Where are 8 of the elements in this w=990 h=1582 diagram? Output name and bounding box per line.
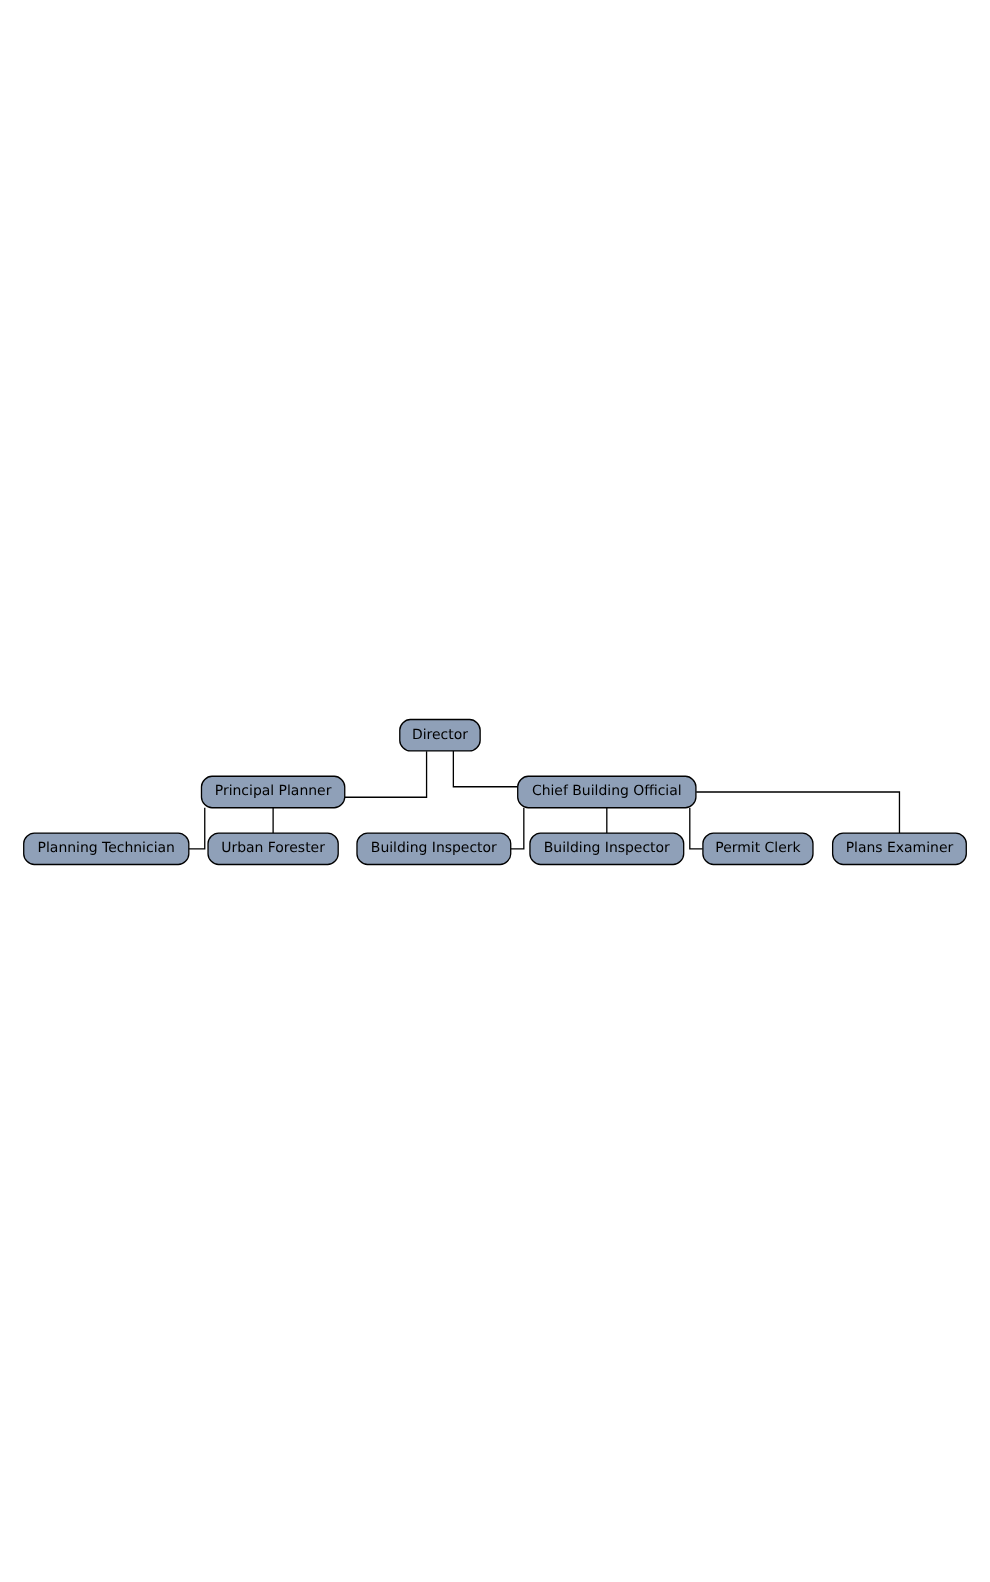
connector — [188, 806, 206, 849]
connector — [689, 806, 704, 849]
connector — [510, 806, 525, 849]
connector — [695, 790, 901, 833]
connector — [344, 749, 428, 797]
connector — [272, 806, 274, 833]
connector — [452, 749, 519, 787]
connector — [606, 806, 608, 833]
